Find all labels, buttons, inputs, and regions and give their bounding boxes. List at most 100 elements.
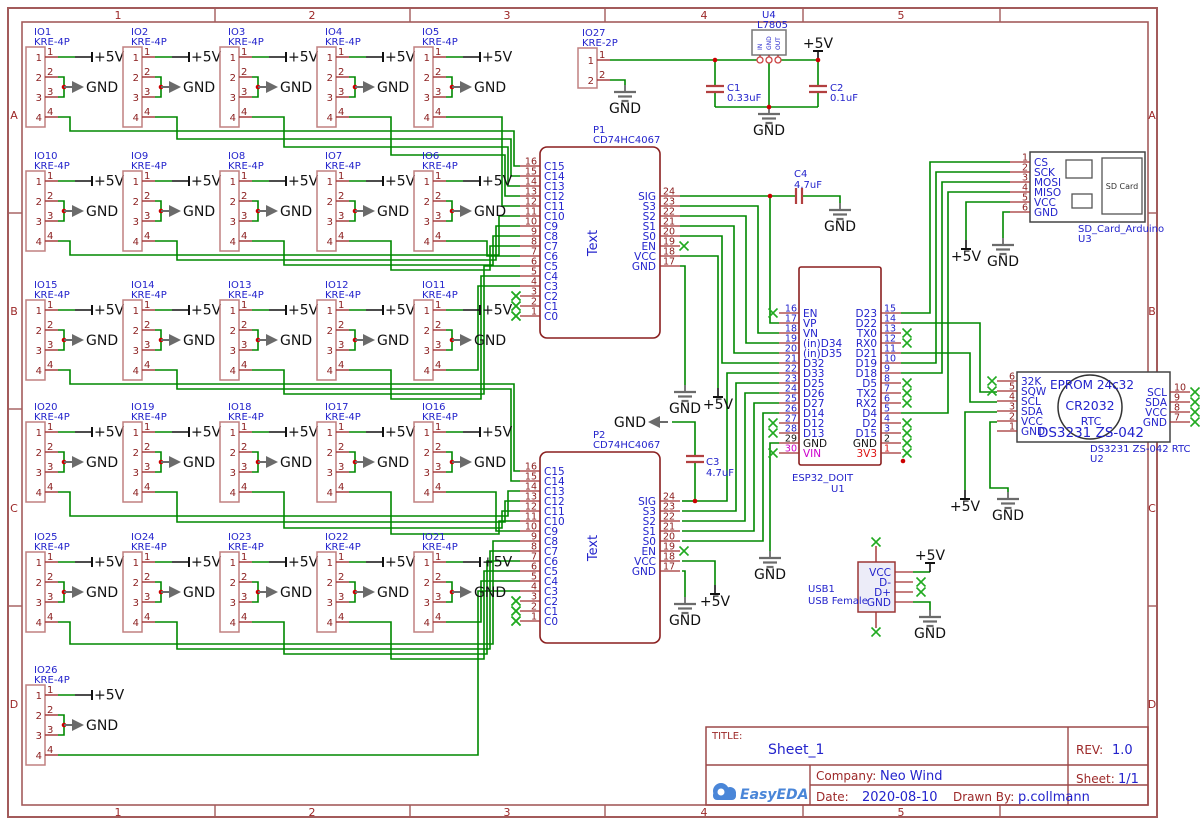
power-flag[interactable] — [172, 305, 190, 315]
connector-ref[interactable]: IO16 — [422, 402, 446, 413]
gnd-flag[interactable] — [258, 456, 278, 468]
cap-value[interactable]: 4.7uF — [794, 180, 822, 191]
cap-ref[interactable]: C4 — [794, 169, 807, 180]
regulator-ref[interactable]: U4 — [762, 10, 776, 21]
gnd-flag[interactable] — [258, 205, 278, 217]
p5v-label[interactable]: +5V — [94, 50, 125, 66]
power-flag[interactable] — [172, 52, 190, 62]
wire-io[interactable] — [252, 491, 520, 529]
gnd-label[interactable]: GND — [280, 204, 312, 220]
mux-ref[interactable]: P1 — [593, 125, 605, 136]
connector-body[interactable] — [219, 551, 240, 633]
power-flag[interactable] — [366, 305, 384, 315]
connector-ref[interactable]: IO13 — [228, 280, 252, 291]
p5v-label[interactable]: +5V — [482, 555, 513, 571]
wire-mosi[interactable] — [901, 181, 1010, 374]
gnd-label[interactable]: GND — [86, 204, 118, 220]
connector-body[interactable] — [25, 46, 46, 128]
connector-kre4p[interactable] — [122, 299, 155, 381]
p5v-label[interactable]: +5V — [191, 50, 222, 66]
gnd-flag[interactable] — [64, 334, 84, 346]
voltage-regulator[interactable] — [751, 29, 787, 64]
gnd-label[interactable]: GND — [280, 455, 312, 471]
gnd-label[interactable]: GND — [86, 333, 118, 349]
cap-value[interactable]: 0.33uF — [727, 93, 762, 104]
connector-ref[interactable]: IO11 — [422, 280, 446, 291]
p5v-label[interactable]: +5V — [482, 425, 513, 441]
connector-part[interactable]: KRE-4P — [131, 161, 167, 172]
rtc-body[interactable] — [1016, 371, 1171, 443]
wire-s1a[interactable] — [680, 225, 779, 354]
wire-io[interactable] — [58, 116, 520, 167]
connector-ref[interactable]: IO27 — [582, 28, 606, 39]
connector-body[interactable] — [219, 46, 240, 128]
rtc-ref[interactable]: U2 — [1090, 454, 1104, 465]
p5v-label[interactable]: +5V — [482, 303, 513, 319]
connector-part[interactable]: KRE-4P — [34, 161, 70, 172]
gnd-flag[interactable] — [355, 81, 375, 93]
connector-part[interactable]: KRE-4P — [34, 675, 70, 686]
connector-body[interactable] — [413, 170, 434, 252]
connector-body[interactable] — [316, 299, 337, 381]
connector-part[interactable]: KRE-4P — [34, 412, 70, 423]
gnd-flag[interactable] — [452, 205, 472, 217]
connector-body[interactable] — [413, 421, 434, 503]
connector-kre4p[interactable] — [219, 170, 252, 252]
gnd-flag[interactable] — [355, 586, 375, 598]
gnd-flag[interactable] — [64, 205, 84, 217]
connector-ref[interactable]: IO3 — [228, 27, 245, 38]
gnd-label[interactable]: GND — [86, 80, 118, 96]
power-flag[interactable] — [75, 690, 93, 700]
wire-io[interactable] — [446, 580, 520, 623]
connector-part[interactable]: KRE-4P — [422, 412, 458, 423]
gnd-earth-flag[interactable] — [674, 385, 696, 403]
connector-ref[interactable]: IO26 — [34, 665, 58, 676]
gnd-flag[interactable] — [258, 334, 278, 346]
gnd-flag[interactable] — [452, 456, 472, 468]
connector-body[interactable] — [316, 551, 337, 633]
gnd-label[interactable]: GND — [86, 585, 118, 601]
connector-part[interactable]: KRE-4P — [422, 37, 458, 48]
wire-io[interactable] — [155, 550, 520, 650]
cap-value[interactable]: 4.7uF — [706, 468, 734, 479]
wire-rtcgnd[interactable] — [989, 421, 1009, 492]
connector-part[interactable]: KRE-4P — [131, 37, 167, 48]
connector-part[interactable]: KRE-4P — [325, 412, 361, 423]
sheet-title[interactable]: Sheet_1 — [768, 742, 824, 758]
wire-io[interactable] — [155, 225, 520, 261]
connector-body[interactable] — [122, 46, 143, 128]
connector-body[interactable] — [122, 299, 143, 381]
wire-io[interactable] — [349, 491, 520, 535]
power-flag[interactable] — [463, 427, 481, 437]
connector-kre4p[interactable] — [316, 299, 349, 381]
connector-kre4p[interactable] — [413, 46, 446, 128]
gnd-label[interactable]: GND — [377, 455, 409, 471]
capacitor[interactable] — [706, 84, 724, 94]
connector-body[interactable] — [413, 299, 434, 381]
p5v-label[interactable]: +5V — [288, 425, 319, 441]
p5v-label[interactable]: +5V — [288, 555, 319, 571]
gnd-label[interactable]: GND — [183, 80, 215, 96]
connector-kre4p[interactable] — [316, 46, 349, 128]
gnd-earth-flag[interactable] — [759, 551, 781, 569]
connector-body[interactable] — [122, 421, 143, 503]
wire-sda[interactable] — [901, 352, 997, 403]
capacitor[interactable] — [686, 454, 704, 464]
connector-kre4p[interactable] — [122, 421, 155, 503]
gnd-label[interactable]: GND — [669, 613, 701, 629]
gnd-flag[interactable] — [355, 456, 375, 468]
connector-kre4p[interactable] — [25, 421, 58, 503]
power-flag[interactable] — [269, 52, 287, 62]
connector-part[interactable]: KRE-4P — [422, 542, 458, 553]
wire-p2vcc[interactable] — [682, 560, 716, 585]
gnd-earth-flag[interactable] — [992, 238, 1014, 256]
p5v-label[interactable]: +5V — [191, 425, 222, 441]
p5v-label[interactable]: +5V — [94, 303, 125, 319]
connector-kre4p[interactable] — [122, 551, 155, 633]
power-flag[interactable] — [463, 176, 481, 186]
p5v-label[interactable]: +5V — [700, 594, 731, 610]
wire-c3a[interactable] — [672, 421, 696, 455]
regulator-part[interactable]: L7805 — [757, 20, 788, 31]
wire-usbgnd[interactable] — [913, 601, 931, 610]
wire-s3b[interactable] — [682, 382, 779, 512]
